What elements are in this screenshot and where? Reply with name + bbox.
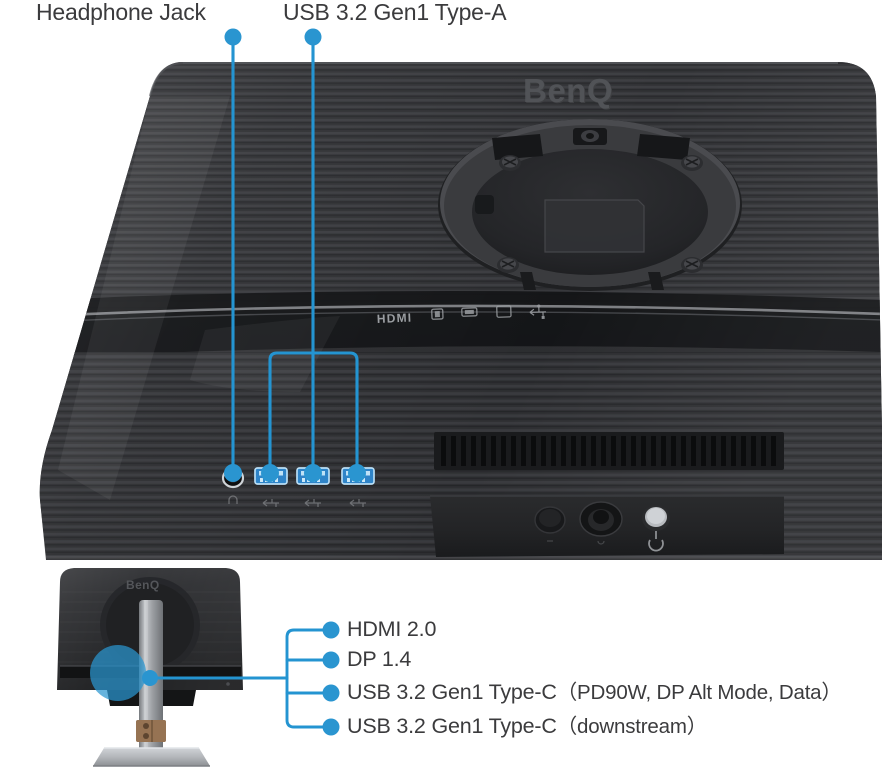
dot-usbc-downstream: [322, 718, 340, 736]
menu-button[interactable]: [534, 506, 566, 534]
leader-lines-top: [224, 28, 366, 482]
label-usbc-upstream: USB 3.2 Gen1 Type-C（PD90W, DP Alt Mode, …: [347, 680, 842, 704]
joystick-button[interactable]: [579, 501, 623, 537]
dot-thumb-origin: [142, 670, 158, 686]
control-panel: [430, 495, 784, 557]
svg-text:HDMI: HDMI: [377, 311, 413, 326]
leader-bottom-spine: [285, 628, 333, 729]
port-strip-markings: HDMI: [377, 304, 546, 326]
dot-port-headphone: [224, 464, 242, 482]
cable-clip: [136, 720, 166, 742]
svg-text:BenQ: BenQ: [524, 73, 614, 110]
dot-dp: [322, 651, 340, 669]
vesa-screws: [497, 155, 703, 273]
label-headphone-jack: Headphone Jack: [36, 0, 206, 25]
power-icon: [648, 531, 664, 552]
power-button[interactable]: [642, 505, 670, 531]
label-usbc-upstream-text: USB 3.2 Gen1 Type-C: [347, 680, 557, 704]
dot-usbc-upstream: [322, 684, 340, 702]
benq-logo-thumb: BenQ: [126, 578, 160, 592]
dot-usb-a: [304, 28, 322, 46]
label-usbc-downstream-text: USB 3.2 Gen1 Type-C: [347, 714, 557, 738]
label-hdmi: HDMI 2.0: [347, 617, 437, 641]
dot-port-usb-a-1: [261, 464, 279, 482]
label-usbc-downstream: USB 3.2 Gen1 Type-C（downstream）: [347, 714, 707, 738]
label-usbc-downstream-suffix: （downstream）: [556, 715, 707, 738]
label-dp: DP 1.4: [347, 647, 412, 671]
svg-text:BenQ: BenQ: [523, 72, 613, 109]
dot-port-usb-a-2: [304, 464, 322, 482]
dot-port-usb-a-3: [348, 464, 366, 482]
vesa-mount-recess: [438, 119, 742, 291]
ventilation-grille: [434, 432, 784, 470]
label-usbc-upstream-suffix: （PD90W, DP Alt Mode, Data）: [556, 681, 842, 704]
leader-lines-bottom: [142, 621, 340, 736]
vesa-latch-icon: [573, 128, 607, 145]
port-area-highlight: [90, 645, 146, 701]
label-usb-a: USB 3.2 Gen1 Type-A: [283, 0, 507, 25]
benq-logo-main: BenQ BenQ: [523, 72, 614, 110]
label-dp-text: DP 1.4: [347, 647, 412, 671]
label-hdmi-text: HDMI 2.0: [347, 617, 437, 641]
dot-headphone-jack: [224, 28, 242, 46]
dot-hdmi: [322, 621, 340, 639]
